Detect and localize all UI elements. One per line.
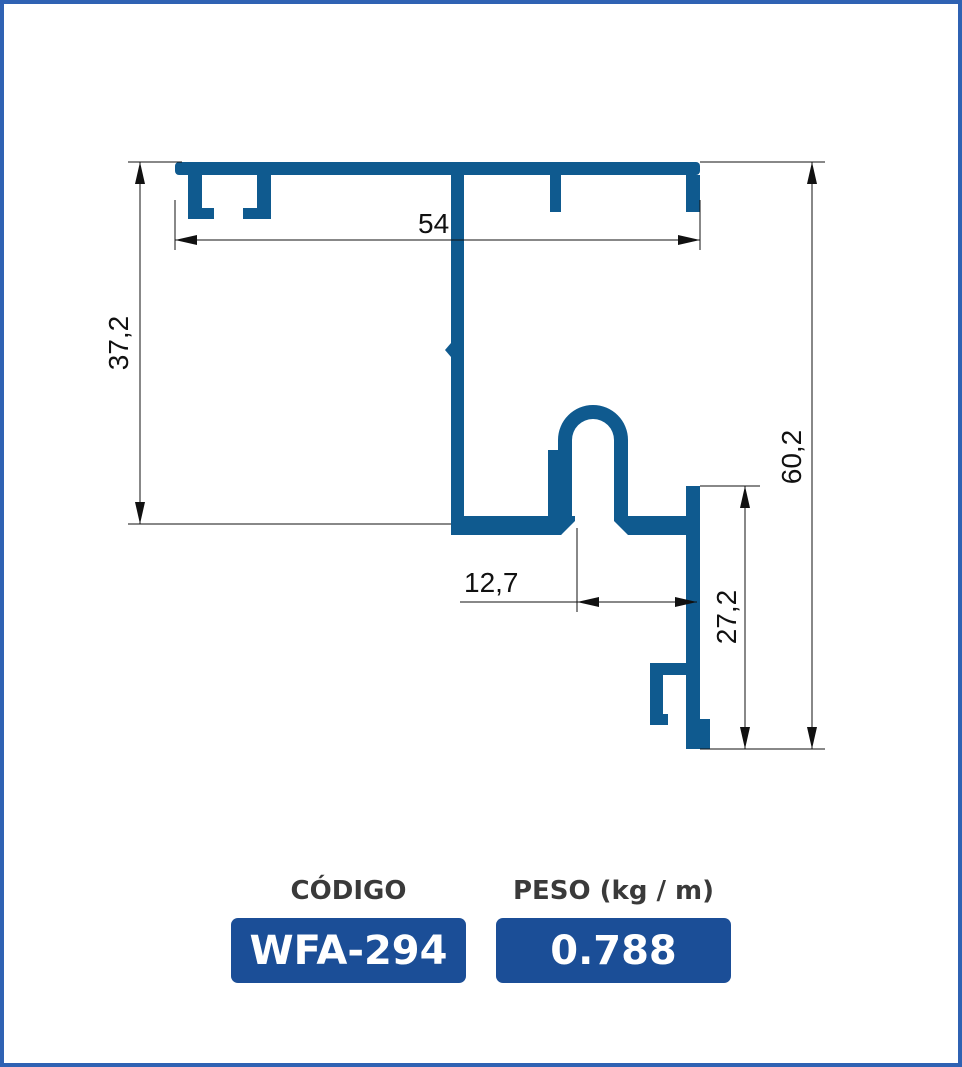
- left-foot: [188, 208, 214, 219]
- dimension-37-2: 37,2: [103, 316, 134, 371]
- lower-leg: [650, 663, 663, 725]
- bottom-plate: [451, 516, 561, 535]
- end-cap: [700, 719, 710, 749]
- top-flange: [175, 162, 700, 175]
- dimension-12-7: 12,7: [464, 567, 519, 598]
- web-notch: [445, 343, 451, 357]
- middle-fin: [550, 175, 561, 212]
- second-foot: [243, 208, 271, 219]
- right-fin: [686, 175, 700, 212]
- dimension-arrows: [135, 162, 817, 749]
- right-wall: [686, 486, 700, 749]
- dimension-lines: [128, 161, 825, 750]
- codigo-badge: WFA-294: [231, 918, 466, 983]
- dimension-60-2: 60,2: [776, 430, 807, 485]
- peso-label: PESO (kg / m): [512, 876, 715, 906]
- peso-badge: 0.788: [496, 918, 731, 983]
- vertical-web: [451, 175, 464, 535]
- aluminium-profile: [175, 162, 710, 749]
- dimension-54: 54: [418, 208, 449, 239]
- codigo-label: CÓDIGO: [290, 876, 407, 906]
- hook-channel: [548, 405, 700, 535]
- lower-foot: [650, 714, 668, 725]
- left-leg: [188, 175, 202, 217]
- dimension-27-2: 27,2: [711, 590, 742, 645]
